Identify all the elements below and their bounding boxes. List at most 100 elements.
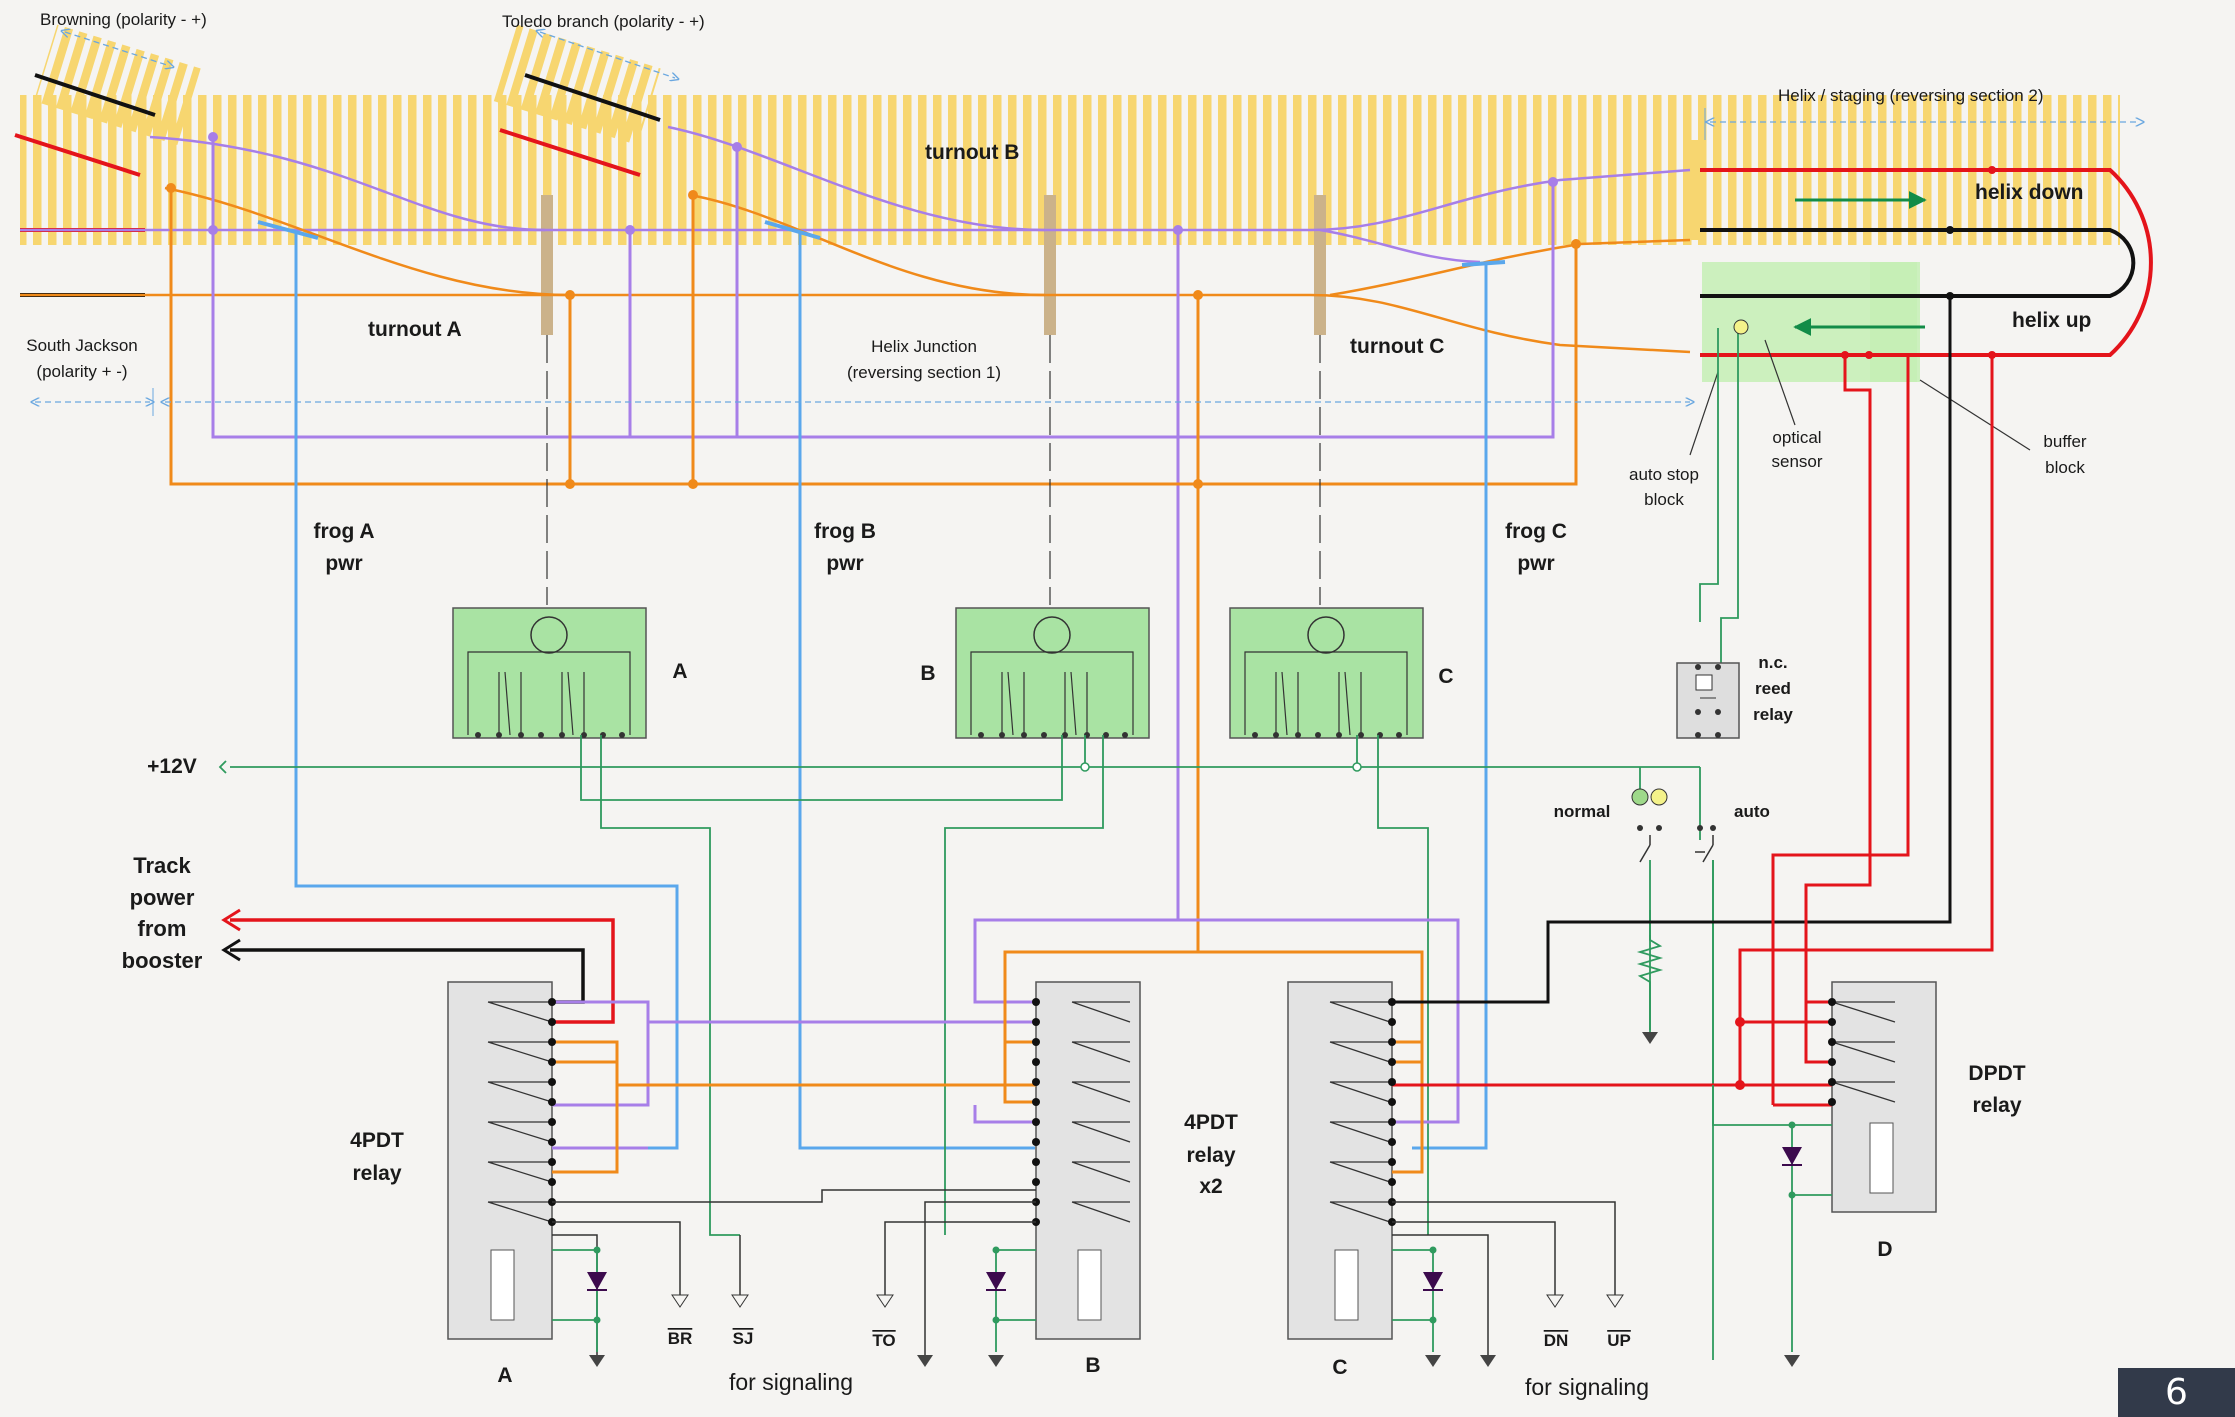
label-signal-sj: SJ xyxy=(733,1329,754,1348)
label-frog-c-pwr: pwr xyxy=(1517,552,1554,575)
label-reed: reed xyxy=(1755,679,1791,698)
signaling-wires xyxy=(552,1189,1616,1360)
pointer-lines xyxy=(1689,339,2031,456)
ground-wires xyxy=(596,1085,1793,1352)
relay-d-wires xyxy=(1392,296,1994,1107)
control-wires xyxy=(218,328,1739,1360)
switch-icon xyxy=(1639,835,1714,863)
label-auto-stop: auto stop xyxy=(1629,465,1699,484)
turnout-c-throwbar xyxy=(1314,195,1326,335)
label-frog-c: frog C xyxy=(1505,520,1567,543)
orange-relay-wires xyxy=(552,950,1424,1174)
label-helix-down: helix down xyxy=(1975,181,2084,204)
label-turnout-c: turnout C xyxy=(1350,335,1444,358)
orange-bus xyxy=(169,188,1578,952)
label-machine-a: A xyxy=(672,660,687,683)
label-relay-d: D xyxy=(1877,1238,1892,1261)
relay-contacts xyxy=(487,1001,1896,1223)
label-sensor: sensor xyxy=(1771,452,1822,471)
label-south-jackson: South Jackson xyxy=(26,336,138,355)
ground-icon xyxy=(589,1355,1800,1367)
reed-relay xyxy=(1676,662,1740,739)
diode-icon xyxy=(552,1124,1832,1321)
led-icon xyxy=(1631,788,1649,806)
relay-coil-icon xyxy=(1334,1249,1359,1321)
label-4pdt: 4PDT xyxy=(350,1129,404,1152)
label-nc: n.c. xyxy=(1758,653,1787,672)
relay-box-b xyxy=(1035,981,1141,1340)
turnout-machine-c xyxy=(1229,607,1424,739)
label-signal-up: UP xyxy=(1607,1331,1631,1350)
label-browning: Browning (polarity - +) xyxy=(40,10,207,29)
label-dpdt-relay: relay xyxy=(1972,1094,2021,1117)
ground-icon xyxy=(1642,1032,1658,1044)
optical-sensor-icon xyxy=(1733,319,1749,335)
dimension-arrows xyxy=(35,32,2140,402)
relay-box-a xyxy=(447,981,553,1340)
turnout-machine-icon xyxy=(530,616,568,654)
turnout-b-throwbar xyxy=(1044,195,1056,335)
label-for-signaling-2: for signaling xyxy=(1525,1374,1649,1400)
label-plus12v: +12V xyxy=(147,755,197,778)
label-dpdt: DPDT xyxy=(1968,1062,2025,1085)
label-buffer: buffer xyxy=(2043,432,2087,451)
label-turnout-a: turnout A xyxy=(368,318,462,341)
orange-dots xyxy=(166,183,1581,489)
frog-segments xyxy=(257,220,1506,267)
label-helix-up: helix up xyxy=(2012,309,2091,332)
turnout-machine-icon xyxy=(1033,616,1071,654)
label-relay-c: C xyxy=(1332,1356,1347,1379)
turnout-machine-a xyxy=(452,607,647,739)
dimension-ticks xyxy=(152,108,1706,416)
turnout-a-throwbar xyxy=(541,195,553,335)
track-power-wires xyxy=(221,908,615,1024)
label-frog-a-pwr: pwr xyxy=(325,552,362,575)
purple-bus xyxy=(211,137,1555,920)
purple-dots xyxy=(208,132,1558,235)
buffer-highlight xyxy=(1870,262,1920,382)
junction-circles xyxy=(1080,762,1362,772)
red-junction-dots xyxy=(1735,1017,1745,1090)
label-machine-c: C xyxy=(1438,665,1453,688)
turnout-machine-b xyxy=(955,607,1150,739)
label-frog-b-pwr: pwr xyxy=(826,552,863,575)
machine-linkages xyxy=(546,335,1321,605)
label-track: Track xyxy=(133,853,191,878)
resistor-icon xyxy=(1636,935,1664,1030)
label-4pdt-x2-relay: relay xyxy=(1186,1144,1235,1167)
text-labels: Browning (polarity - +) Toledo branch (p… xyxy=(26,10,2091,1400)
label-relay: relay xyxy=(1753,705,1793,724)
label-signal-br: BR xyxy=(668,1329,693,1348)
label-signal-dn: DN xyxy=(1544,1331,1569,1350)
label-4pdt-x2-count: x2 xyxy=(1199,1175,1222,1198)
led-icon xyxy=(1650,788,1668,806)
label-buffer-block: block xyxy=(2045,458,2085,477)
label-frog-b: frog B xyxy=(814,520,876,543)
label-auto-stop-block: block xyxy=(1644,490,1684,509)
label-4pdt-x2: 4PDT xyxy=(1184,1111,1238,1134)
label-machine-b: B xyxy=(920,662,935,685)
label-auto: auto xyxy=(1734,802,1770,821)
label-normal: normal xyxy=(1554,802,1611,821)
relay-box-d xyxy=(1831,981,1937,1213)
label-south-jackson-polarity: (polarity + -) xyxy=(36,362,127,381)
label-relay-a: A xyxy=(497,1364,512,1387)
label-relay-b: B xyxy=(1085,1354,1100,1377)
relay-coil-icon xyxy=(1077,1249,1102,1321)
relay-coil-icon xyxy=(490,1249,515,1321)
label-booster: booster xyxy=(122,948,203,973)
relay-coil-icon xyxy=(1869,1122,1894,1194)
relay-terminal-dots xyxy=(548,998,1836,1226)
label-toledo: Toledo branch (polarity - +) xyxy=(502,12,705,31)
label-4pdt-relay: relay xyxy=(352,1162,401,1185)
label-from: from xyxy=(138,916,187,941)
track-ties xyxy=(20,24,2120,245)
label-turnout-b: turnout B xyxy=(925,141,1019,164)
label-frog-a: frog A xyxy=(313,520,374,543)
relay-box-c xyxy=(1287,981,1393,1340)
label-helix-junction: Helix Junction xyxy=(871,337,977,356)
turnout-machine-icon xyxy=(1307,616,1345,654)
label-for-signaling-1: for signaling xyxy=(729,1369,853,1395)
label-signal-to: TO xyxy=(872,1331,895,1350)
